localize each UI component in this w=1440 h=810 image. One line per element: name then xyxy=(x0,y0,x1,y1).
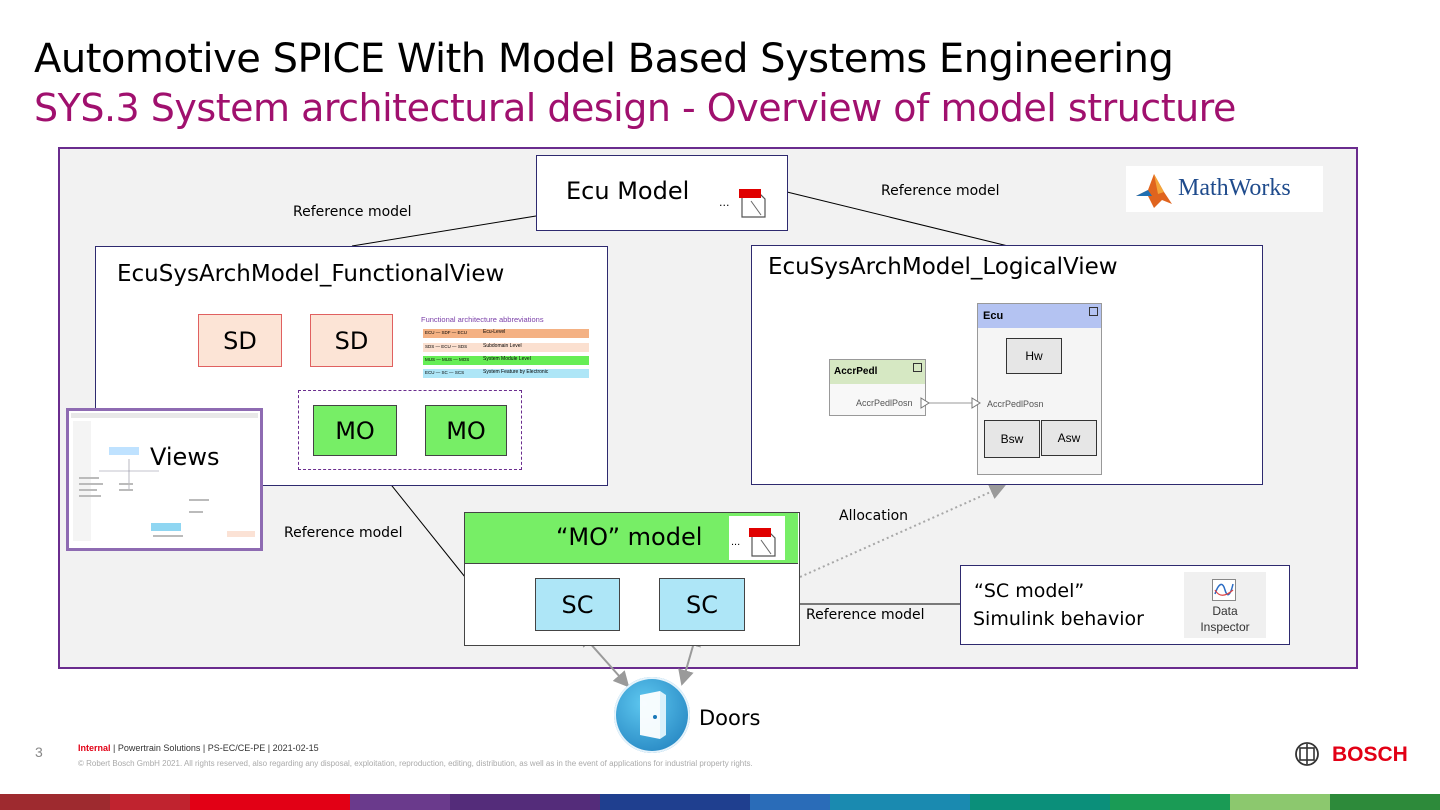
edge-label-ref-top-left: Reference model xyxy=(293,204,412,220)
edge-label-ref-bottom: Reference model xyxy=(806,607,925,623)
accrpedl-block: AccrPedl AccrPedlPosn xyxy=(829,359,926,416)
abbrev-tags-1: ECU — SDF — ECU xyxy=(425,330,468,335)
model-file-icon xyxy=(739,183,767,219)
doors-icon xyxy=(614,677,690,753)
mo-model-ellipsis: ... xyxy=(731,536,741,548)
asw-block: Asw xyxy=(1041,420,1097,456)
data-inspector-label2: Inspector xyxy=(1200,620,1250,634)
accrpedl-header: AccrPedl xyxy=(830,360,925,384)
mo-group-dashed xyxy=(298,390,522,470)
edge-label-ref-mid-left: Reference model xyxy=(284,525,403,541)
sc-model-line2: Simulink behavior xyxy=(973,608,1144,630)
hw-block: Hw xyxy=(1006,338,1062,374)
footer-copyright: © Robert Bosch GmbH 2021. All rights res… xyxy=(78,759,753,768)
abbrev-row-3: System Module Level xyxy=(423,356,589,365)
edge-ecu-functional xyxy=(351,215,537,247)
abbrev-row-1-text: Ecu-Level xyxy=(483,329,506,335)
mo-node-left: MO xyxy=(313,405,397,456)
data-inspector-label1: Data xyxy=(1212,604,1238,618)
model-file-icon xyxy=(749,528,776,557)
accrpedl-label: AccrPedl xyxy=(834,366,878,377)
sc-node-left: SC xyxy=(535,578,620,631)
mo-model-header: “MO” model ... xyxy=(465,513,798,564)
sc-node-right: SC xyxy=(659,578,745,631)
mathworks-logo: MathWorks xyxy=(1126,166,1323,212)
slide-title: Automotive SPICE With Model Based System… xyxy=(34,36,1174,82)
mathworks-text: MathWorks xyxy=(1178,175,1291,201)
edge-ecu-logical xyxy=(786,191,1009,247)
abbrev-table: Functional architecture abbreviations Ec… xyxy=(421,315,591,381)
bosch-armature-icon xyxy=(1295,742,1319,766)
mo-model-box: “MO” model ... xyxy=(464,512,800,646)
abbrev-row-1: Ecu-Level xyxy=(423,329,589,338)
sc-model-box: “SC model” Simulink behavior Data Inspec… xyxy=(960,565,1290,645)
edge-allocation xyxy=(799,484,1006,578)
slide-subtitle: SYS.3 System architectural design - Over… xyxy=(34,86,1236,130)
mo-model-icon-bg: ... xyxy=(729,516,785,560)
bosch-wordmark: BOSCH xyxy=(1332,743,1408,766)
data-inspector-button[interactable]: Data Inspector xyxy=(1184,572,1266,638)
ecu-model-box: Ecu Model ... xyxy=(536,155,788,231)
footer-info-text: | Powertrain Solutions | PS-EC/CE-PE | 2… xyxy=(110,743,319,753)
views-screenshot-sketch xyxy=(71,413,258,541)
sd-node-left: SD xyxy=(198,314,282,367)
mo-node-right: MO xyxy=(425,405,507,456)
sd-node-right: SD xyxy=(310,314,393,367)
footer-classification: Internal xyxy=(78,743,111,753)
abbrev-tags-4: ECU — SC — SCS xyxy=(425,370,465,375)
abbrev-row-4-text: System Feature by Electronic xyxy=(483,369,549,375)
views-label: Views xyxy=(150,443,220,471)
abbrev-row-2: Subdomain Level xyxy=(423,343,589,352)
bsw-block: Bsw xyxy=(984,420,1040,458)
page-number: 3 xyxy=(35,744,43,760)
accrpedl-port-out-label: AccrPedlPosn xyxy=(856,398,913,408)
ecu-port-in-label: AccrPedlPosn xyxy=(987,399,1044,409)
mo-model-label: “MO” model xyxy=(556,523,703,551)
ecu-block-label: Ecu xyxy=(983,310,1004,322)
bosch-logo: BOSCH xyxy=(1294,741,1414,769)
abbrev-row-4: System Feature by Electronic xyxy=(423,369,589,378)
abbrev-title: Functional architecture abbreviations xyxy=(421,315,544,324)
edge-label-allocation: Allocation xyxy=(839,508,909,524)
ecu-model-label: Ecu Model xyxy=(566,177,690,205)
functional-view-label: EcuSysArchModel_FunctionalView xyxy=(117,261,505,287)
abbrev-row-2-text: Subdomain Level xyxy=(483,343,522,349)
sc-model-line1: “SC model” xyxy=(974,580,1085,602)
abbrev-tags-2: SDS — ECU — SDS xyxy=(425,344,468,349)
accrpedl-corner-icon xyxy=(913,363,922,372)
abbrev-tags-3: MUS — MUS — MOS xyxy=(425,357,470,362)
footer-info: Internal | Powertrain Solutions | PS-EC/… xyxy=(78,743,319,753)
mathworks-membrane-icon xyxy=(1136,174,1172,208)
ecu-block-corner-icon xyxy=(1089,307,1098,316)
ecu-block-header: Ecu xyxy=(978,304,1101,328)
ecu-block: Ecu Hw Bsw Asw AccrPedlPosn xyxy=(977,303,1102,475)
abbrev-row-3-text: System Module Level xyxy=(483,356,531,362)
data-inspector-icon xyxy=(1212,579,1236,601)
logical-view-label: EcuSysArchModel_LogicalView xyxy=(768,254,1118,280)
doors-label: Doors xyxy=(699,706,761,730)
edge-label-ref-top-right: Reference model xyxy=(881,183,1000,199)
views-thumbnail: Views xyxy=(66,408,263,551)
ecu-model-ellipsis: ... xyxy=(719,196,730,209)
